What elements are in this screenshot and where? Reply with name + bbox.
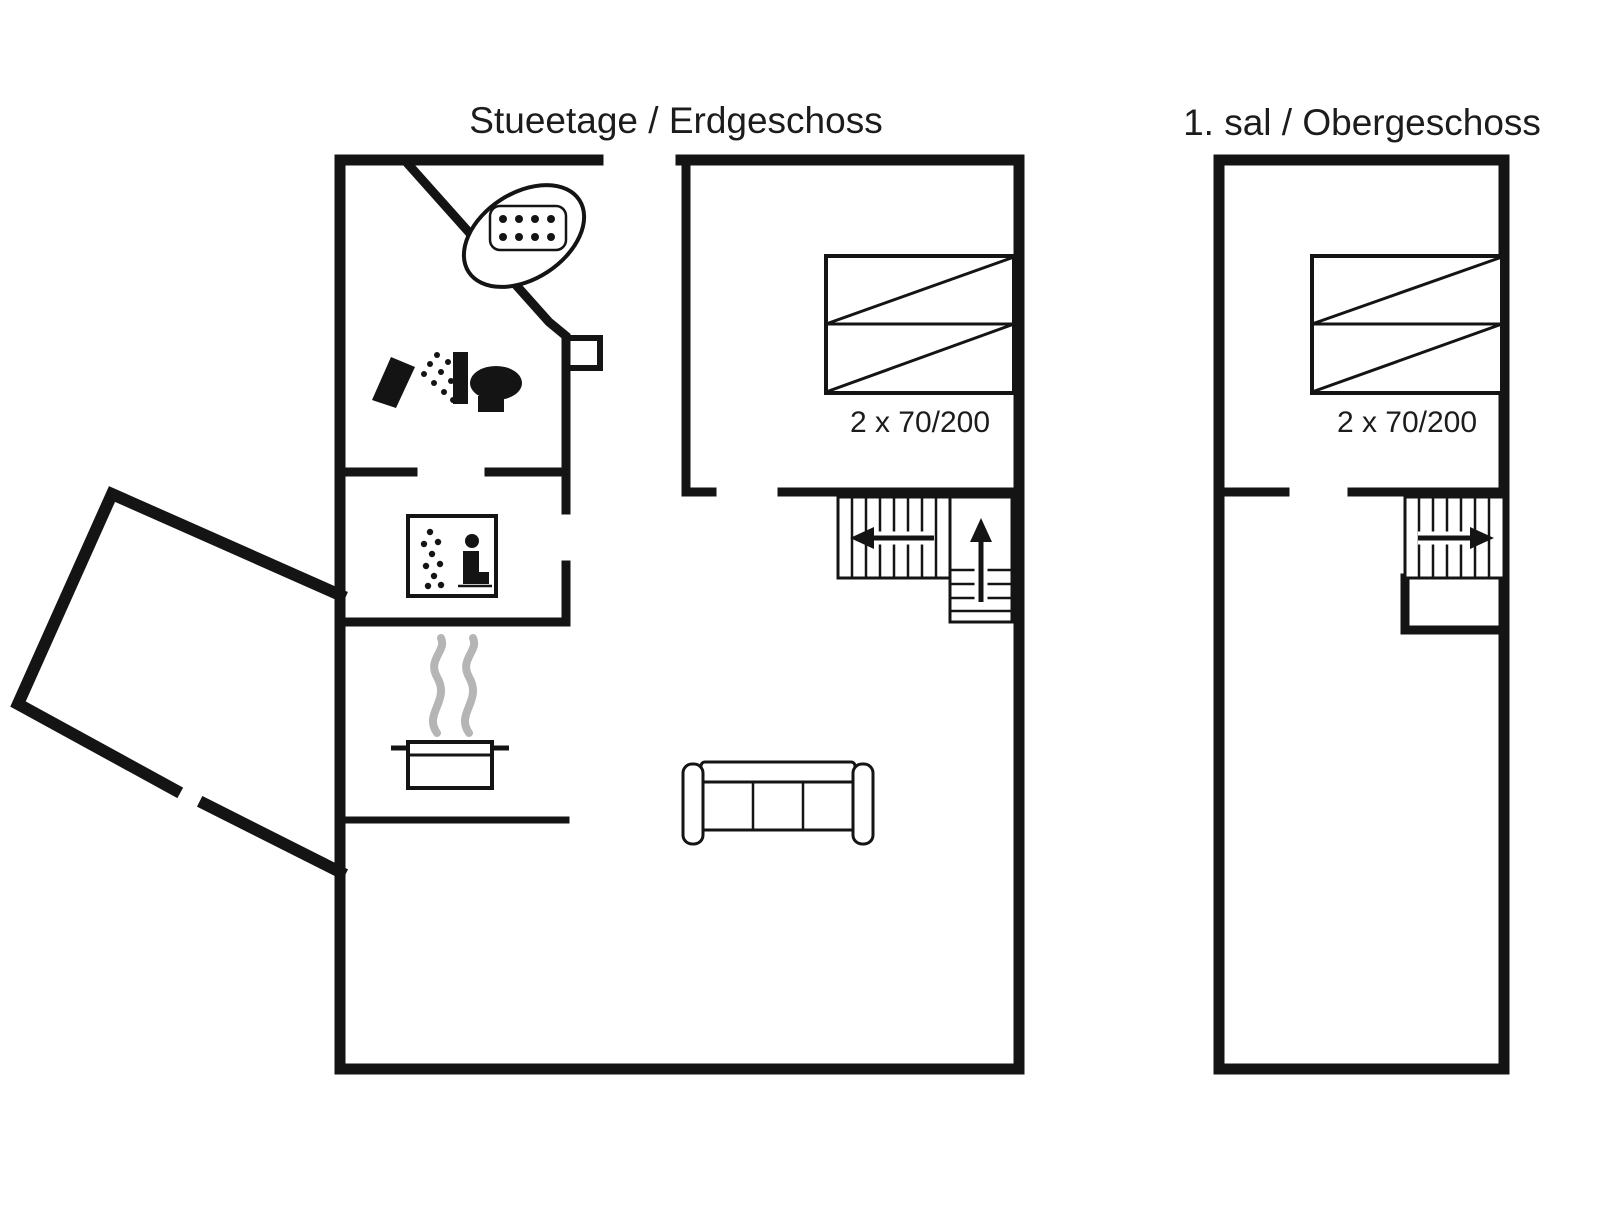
utility-room-walls	[335, 467, 571, 627]
wall-niche	[563, 335, 603, 371]
staircase-icon	[836, 495, 1014, 624]
stair-arrow-left	[850, 527, 934, 549]
shower-icon	[372, 352, 456, 408]
ground-floor-plan: Stueetage / Erdgeschoss	[10, 100, 1025, 1075]
ground-floor-bed-size-label: 2 x 70/200	[850, 406, 990, 439]
upper-floor-outer-walls	[1213, 154, 1510, 1075]
ground-floor-title: Stueetage / Erdgeschoss	[469, 100, 882, 141]
staircase-icon	[1403, 495, 1506, 580]
cooking-pot-icon	[391, 634, 509, 790]
upper-floor-plan: 1. sal / Obergeschoss 2 x 70/200	[1183, 102, 1541, 1075]
stair-arrow-up	[970, 518, 992, 602]
upper-floor-title: 1. sal / Obergeschoss	[1183, 102, 1541, 143]
toilet-icon	[453, 352, 522, 412]
terrace-walls	[10, 486, 349, 881]
ground-floor-outer-walls	[334, 154, 1025, 1075]
upper-floor-bed-size-label: 2 x 70/200	[1337, 406, 1477, 439]
stair-railing-wall	[1400, 573, 1509, 635]
stair-arrow-right	[1418, 527, 1494, 549]
sofa-icon	[681, 760, 875, 846]
sauna-icon	[406, 514, 498, 598]
bunk-bed-icon	[824, 254, 1016, 395]
bunk-bed-icon	[1310, 254, 1504, 395]
steam-icon	[428, 634, 447, 737]
whirlpool-tub-icon	[461, 183, 587, 289]
steam-icon	[460, 634, 479, 737]
